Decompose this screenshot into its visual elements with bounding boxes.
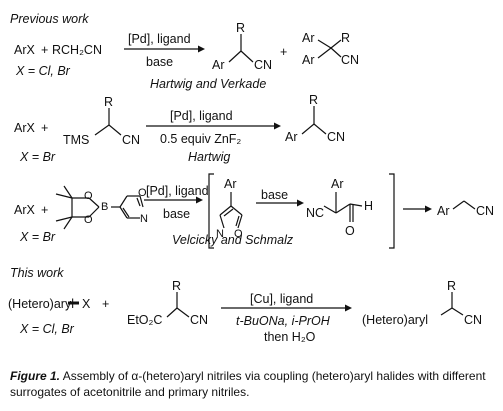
arrow-head xyxy=(297,199,304,207)
label-ar: Ar xyxy=(302,53,315,67)
label-o: O xyxy=(84,214,93,226)
condition-mid: t-BuONa, i-PrOH xyxy=(236,314,330,328)
arrow-head xyxy=(274,122,281,130)
caption-label: Figure 1. xyxy=(10,369,61,383)
label-r: R xyxy=(104,95,114,109)
section-header: Previous work xyxy=(10,12,89,26)
label-cn: CN xyxy=(327,130,346,144)
label-o: O xyxy=(345,224,355,238)
product-bonds xyxy=(301,106,327,135)
x-definition: X = Br xyxy=(20,150,56,164)
plus-sign: + xyxy=(41,203,49,217)
condition-top: [Cu], ligand xyxy=(250,292,314,306)
authors: Hartwig xyxy=(188,150,231,164)
label-r: R xyxy=(172,279,182,293)
condition-top: [Pd], ligand xyxy=(170,109,233,123)
product-bonds xyxy=(317,39,342,59)
label-ar: Ar xyxy=(285,130,298,144)
reactant-arx: ArX xyxy=(14,203,35,217)
section-header: This work xyxy=(10,266,64,280)
label-cn: CN xyxy=(464,313,483,327)
label-o: O xyxy=(234,228,243,240)
condition-bottom: 0.5 equiv ZnF₂ xyxy=(160,132,242,146)
reactant-nitrile: RCH₂CN xyxy=(52,43,102,57)
x-definition: X = Br xyxy=(20,230,56,244)
reactant-heteroaryl: (Hetero)aryl xyxy=(8,297,74,311)
pinacol-boronate-bonds xyxy=(55,185,120,230)
isoxazole-ring xyxy=(119,195,144,219)
authors: Hartwig and Verkade xyxy=(150,77,267,91)
arrow-head xyxy=(198,45,205,53)
label-x: X xyxy=(82,297,91,311)
plus-sign: + xyxy=(41,121,49,135)
figure-caption: Figure 1. Assembly of α-(hetero)aryl nit… xyxy=(10,368,500,400)
label-cn: CN xyxy=(122,133,141,147)
condition-bottom: base xyxy=(146,55,174,69)
label-ar: Ar xyxy=(437,204,450,218)
plus-sign: + xyxy=(41,43,49,57)
intermediate-bracket xyxy=(389,173,395,249)
label-h: H xyxy=(364,199,374,213)
plus-sign: + xyxy=(102,297,110,311)
label-b: B xyxy=(101,201,109,213)
reactant-arx: ArX xyxy=(14,121,35,135)
condition-bottom: then H₂O xyxy=(264,330,316,344)
label-cn: CN xyxy=(341,53,360,67)
arrow-head xyxy=(345,304,352,312)
caption-text: Assembly of α-(hetero)aryl nitriles via … xyxy=(10,369,486,399)
label-ar: Ar xyxy=(224,177,237,191)
arrow-head xyxy=(196,196,203,204)
intermediate-bonds xyxy=(219,192,243,229)
condition-top: [Pd], ligand xyxy=(128,32,191,46)
product-bonds xyxy=(452,200,476,210)
label-o: O xyxy=(84,190,93,202)
label-ester: EtO₂C xyxy=(127,313,163,327)
arrow-head xyxy=(425,205,432,213)
authors: Velcicky and Schmalz xyxy=(172,233,294,247)
label-nc: NC xyxy=(306,206,325,220)
label-ar: Ar xyxy=(212,58,225,72)
condition-top: [Pd], ligand xyxy=(146,184,209,198)
label-r: R xyxy=(309,93,319,107)
reactant-arx: ArX xyxy=(14,43,35,57)
label-r: R xyxy=(236,21,246,35)
reagent-bonds xyxy=(166,292,190,318)
label-cn: CN xyxy=(190,313,209,327)
label-cn: CN xyxy=(476,204,495,218)
label-tms: TMS xyxy=(63,133,90,147)
reagent-bonds xyxy=(94,108,122,136)
label-cn: CN xyxy=(254,58,273,72)
product-bonds xyxy=(228,34,254,63)
label-r: R xyxy=(341,31,351,45)
product-heteroaryl: (Hetero)aryl xyxy=(362,313,428,327)
plus-sign: + xyxy=(280,45,288,59)
label-r: R xyxy=(447,279,457,293)
base-label: base xyxy=(261,188,289,202)
label-ar: Ar xyxy=(302,31,315,45)
label-ar: Ar xyxy=(331,177,344,191)
label-n: N xyxy=(140,213,148,225)
intermediate-bonds xyxy=(323,192,363,222)
intermediate-bracket xyxy=(208,173,214,249)
label-n: N xyxy=(216,228,224,240)
condition-bottom: base xyxy=(163,207,191,221)
x-definition: X = Cl, Br xyxy=(16,64,70,78)
product-bonds xyxy=(440,292,464,316)
label-o: O xyxy=(138,187,147,199)
x-definition: X = Cl, Br xyxy=(20,322,74,336)
